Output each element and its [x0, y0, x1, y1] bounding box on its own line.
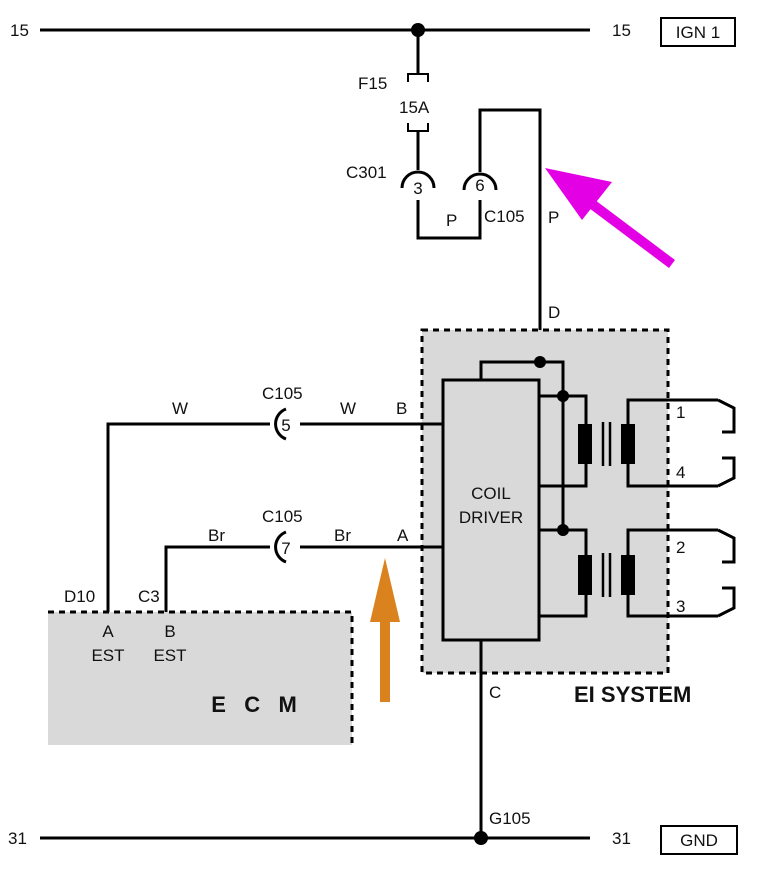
rail-bottom-right-label: 31 [612, 829, 631, 848]
plug-2-label: 2 [676, 538, 685, 557]
wire-w-color-left: W [172, 399, 188, 418]
ign1-box [660, 17, 736, 47]
ei-internal-feed [479, 360, 565, 530]
fuse-name: F15 [358, 74, 387, 93]
c105-w-label: C105 [262, 384, 303, 403]
c105-pin5-connector-symbol [274, 407, 287, 441]
c105-pin5: 5 [281, 416, 290, 435]
rail-bottom-left-label: 31 [8, 829, 27, 848]
ei-system-label: EI SYSTEM [574, 682, 691, 707]
ground-g105-label: G105 [489, 809, 531, 828]
spark-plug-2-3-symbol [717, 528, 736, 618]
terminal-d-label: D [548, 303, 560, 322]
ignition-coil-2 [578, 553, 635, 597]
wire-w-color-right: W [340, 399, 356, 418]
ecm-module-border [48, 610, 354, 745]
coil2-secondary-loop [626, 528, 718, 618]
ecm-title: E C M [211, 692, 297, 717]
gnd-box [660, 825, 738, 855]
fuse-rating: 15A [399, 98, 430, 117]
plug-3-label: 3 [676, 597, 685, 616]
wire-br-color-left: Br [208, 526, 225, 545]
coil-driver-line2: DRIVER [459, 508, 523, 527]
c301-connector-symbol [400, 170, 436, 189]
ecm-a-letter: A [102, 622, 114, 641]
ignition-coil-1 [578, 422, 635, 466]
wire-p-color-2: P [548, 208, 559, 227]
ecm-module [48, 612, 352, 745]
ecm-pin-c3: C3 [138, 587, 160, 606]
coil1-primary-loop [539, 394, 588, 488]
magenta-pointer-arrow [545, 168, 675, 268]
br-wire-left [164, 545, 270, 612]
ecm-pin-d10: D10 [64, 587, 95, 606]
wire-br-color-right: Br [334, 526, 351, 545]
orange-pointer-arrow [370, 558, 400, 702]
p-wire-to-ei [478, 108, 542, 362]
ign1-box-label: IGN 1 [676, 23, 720, 42]
fuse-bottom-cap [407, 123, 429, 132]
terminal-c-label: C [489, 683, 501, 702]
c105-pin7: 7 [281, 539, 290, 558]
coil2-primary-loop [539, 528, 588, 618]
p-loop-wire [416, 200, 482, 240]
coil1-secondary-loop [626, 398, 718, 488]
terminal-b-label: B [396, 399, 407, 418]
c301-label: C301 [346, 163, 387, 182]
fuse-top-cap [407, 73, 429, 82]
terminal-a-label: A [397, 526, 409, 545]
plug-1-label: 1 [676, 403, 685, 422]
spark-plug-1-4-symbol [717, 398, 736, 488]
ecm-b-est: EST [153, 646, 186, 665]
c301-pin: 3 [413, 179, 422, 198]
c105-br-label: C105 [262, 507, 303, 526]
rail-top-right-label: 15 [612, 21, 631, 40]
c105-pin6-connector-symbol [462, 172, 498, 191]
coil-driver-line1: COIL [471, 484, 511, 503]
coil-driver-box [441, 378, 541, 642]
w-wire-left [106, 422, 270, 612]
c105-pin7-connector-symbol [274, 530, 287, 564]
plug-4-label: 4 [676, 463, 685, 482]
rail-top-left-label: 15 [10, 21, 29, 40]
ecm-a-est: EST [91, 646, 124, 665]
gnd-box-label: GND [680, 831, 718, 850]
c105-pin6: 6 [475, 176, 484, 195]
ecm-b-letter: B [164, 622, 175, 641]
c105-top-label: C105 [484, 207, 525, 226]
wire-p-color-1: P [446, 211, 457, 230]
